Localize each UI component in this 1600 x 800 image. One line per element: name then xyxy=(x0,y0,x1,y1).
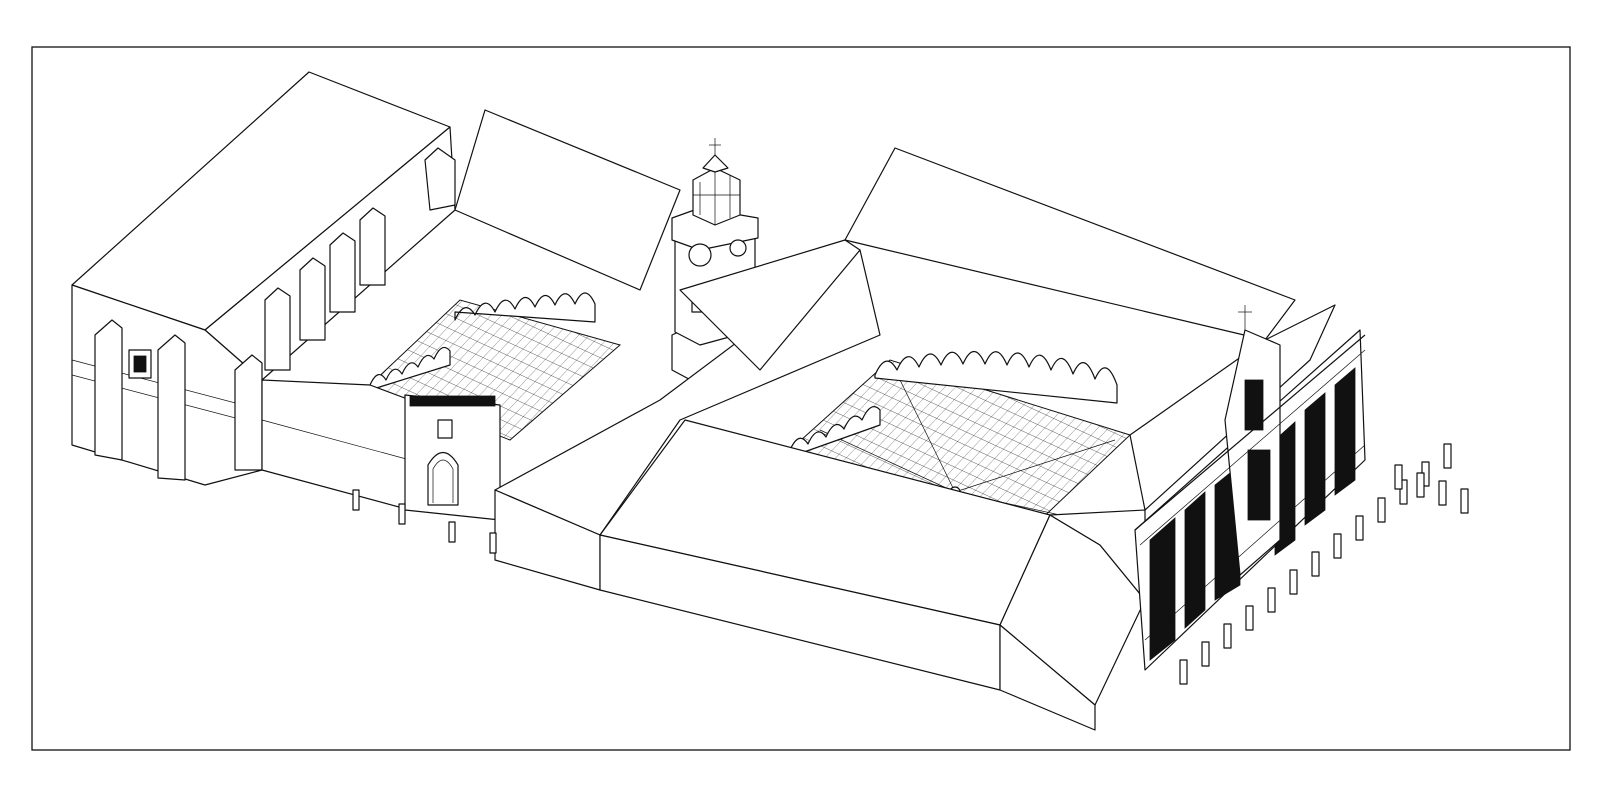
bollard xyxy=(1333,533,1342,559)
bollard xyxy=(1311,551,1320,577)
bollard xyxy=(1443,443,1452,469)
church-building xyxy=(71,71,456,486)
bollards-left xyxy=(352,489,497,554)
bollard xyxy=(1223,623,1232,649)
bollard xyxy=(1460,488,1469,514)
bollard xyxy=(1355,515,1364,541)
clock-face-left xyxy=(688,243,712,267)
bollard xyxy=(1416,472,1425,498)
right-arcade xyxy=(789,350,1118,458)
bollard xyxy=(1399,479,1408,505)
left-cloister xyxy=(261,109,681,521)
left-arcade xyxy=(369,292,596,391)
bollard xyxy=(1201,641,1210,667)
baroque-facade xyxy=(1134,305,1366,671)
bollards-right xyxy=(1179,443,1469,685)
bollard xyxy=(1377,497,1386,523)
bollard xyxy=(1179,659,1188,685)
bollard xyxy=(1394,464,1403,490)
drawing-frame xyxy=(31,46,1571,751)
bollard xyxy=(1438,480,1447,506)
central-wing xyxy=(494,239,881,591)
bollard xyxy=(1289,569,1298,595)
gothic-door xyxy=(427,451,459,506)
bollard xyxy=(1267,587,1276,613)
clock-face-right xyxy=(729,239,747,257)
bollard xyxy=(1245,605,1254,631)
